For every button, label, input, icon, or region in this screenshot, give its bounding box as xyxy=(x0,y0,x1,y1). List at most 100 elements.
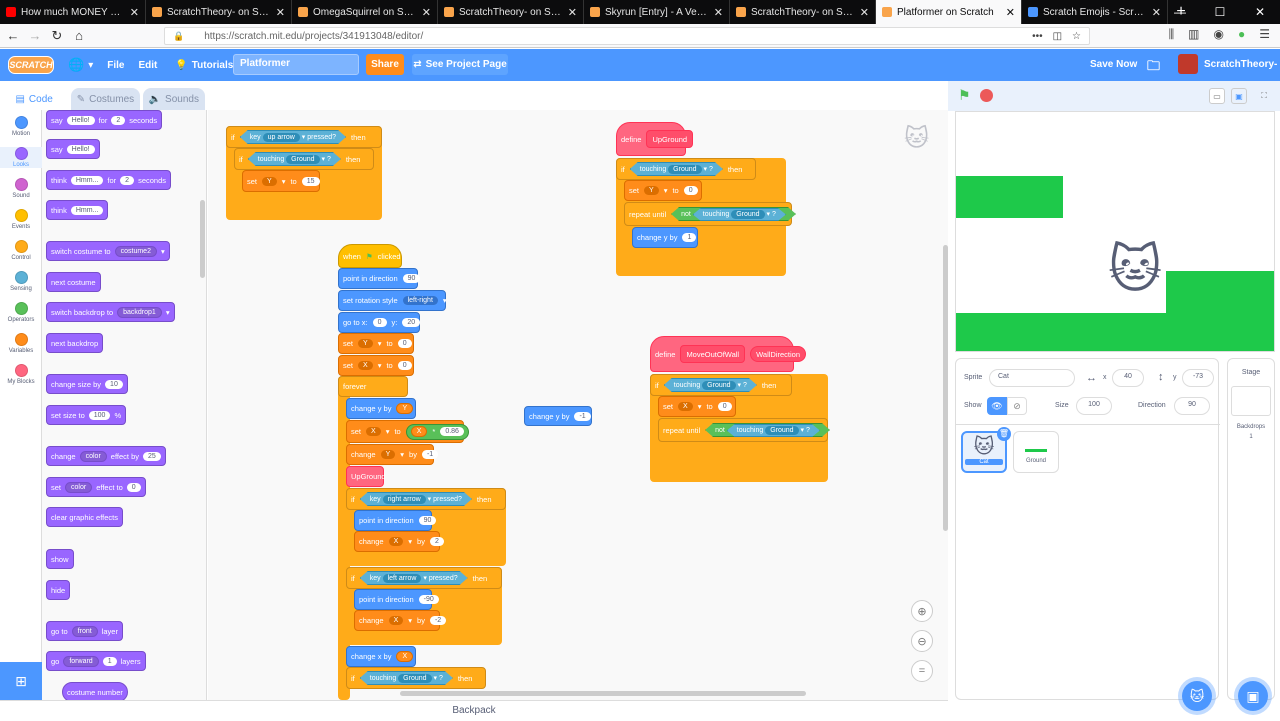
url-bar[interactable]: 🔒 https://scratch.mit.edu/projects/34191… xyxy=(164,27,1090,45)
sprite-thumb-cat[interactable]: 🐱 Cat 🗑 xyxy=(961,427,1011,473)
my-stuff-folder-icon[interactable]: 🗀 xyxy=(1147,58,1161,73)
category-my-blocks[interactable]: My Blocks xyxy=(0,364,42,385)
next-backdrop-block[interactable]: next backdrop xyxy=(46,333,104,353)
hide-eye-icon[interactable]: ⊘ xyxy=(1007,397,1027,415)
tab-sounds[interactable]: 🔈Sounds xyxy=(142,88,205,110)
zoom-in-icon[interactable]: ⊕ xyxy=(911,600,933,622)
browser-tab-active[interactable]: Platformer on Scratch✕ xyxy=(876,0,1022,24)
palette-scrollbar[interactable] xyxy=(200,200,205,278)
minimize-icon[interactable]: — xyxy=(1174,5,1186,19)
close-tab-icon[interactable]: ✕ xyxy=(421,6,431,19)
scratch-logo[interactable]: SCRATCH xyxy=(8,56,54,74)
browser-tab[interactable]: OmegaSquirrel on Scratch✕ xyxy=(292,0,438,24)
browser-tab[interactable]: ScratchTheory- on Scratch✕ xyxy=(730,0,876,24)
costume-number-reporter[interactable]: costume number xyxy=(62,682,128,700)
language-menu[interactable]: 🌐▾ xyxy=(68,57,93,73)
browser-tab[interactable]: Scratch Emojis - Scratch Wiki✕ xyxy=(1022,0,1168,24)
workspace-horizontal-scrollbar[interactable] xyxy=(400,691,806,696)
show-block[interactable]: show xyxy=(46,549,74,569)
category-variables[interactable]: Variables xyxy=(0,333,42,354)
sidebar-icon[interactable]: ▥ xyxy=(1188,27,1200,41)
green-flag-icon[interactable]: ⚑ xyxy=(958,87,971,103)
browser-tab[interactable]: ScratchTheory- on Scratch✕ xyxy=(438,0,584,24)
more-icon[interactable]: ••• xyxy=(1032,30,1043,42)
clear-effects-block[interactable]: clear graphic effects xyxy=(46,507,123,527)
add-backdrop-icon[interactable]: ▣ xyxy=(1238,681,1268,711)
bookmark-star-icon[interactable]: ☆ xyxy=(1072,30,1081,42)
share-button[interactable]: Share xyxy=(366,54,404,75)
backpack-bar[interactable]: Backpack xyxy=(0,700,948,720)
if-key-up-block[interactable]: if key up arrow ▾ pressed? then xyxy=(226,126,382,148)
close-tab-icon[interactable]: ✕ xyxy=(713,6,723,19)
category-control[interactable]: Control xyxy=(0,240,42,261)
category-looks[interactable]: Looks xyxy=(0,147,42,168)
file-menu[interactable]: File xyxy=(107,59,125,71)
stage-canvas[interactable]: 🐱 xyxy=(955,111,1275,352)
tutorials-button[interactable]: 💡Tutorials xyxy=(175,60,233,71)
close-tab-icon[interactable]: ✕ xyxy=(1151,6,1161,19)
back-icon[interactable]: ← xyxy=(6,28,20,43)
if-touching-ground-block[interactable]: if touching Ground ▾ ? then xyxy=(234,148,374,170)
large-stage-icon[interactable]: ▣ xyxy=(1231,88,1247,104)
save-now-link[interactable]: Save Now xyxy=(1090,59,1138,70)
stage-backdrop-thumbnail[interactable] xyxy=(1231,386,1271,416)
size-input[interactable]: 100 xyxy=(1076,397,1112,415)
code-workspace[interactable]: if key up arrow ▾ pressed? then if touch… xyxy=(208,110,948,700)
reload-icon[interactable]: ↻ xyxy=(51,27,63,43)
add-sprite-cat-icon[interactable]: 🐱 xyxy=(1182,681,1212,711)
zoom-reset-icon[interactable]: = xyxy=(911,660,933,682)
forward-icon[interactable]: → xyxy=(28,28,42,43)
browser-tab[interactable]: ScratchTheory- on Scratch✕ xyxy=(146,0,292,24)
browser-tab[interactable]: How much MONEY did my Ir✕ xyxy=(0,0,146,24)
stop-icon[interactable] xyxy=(980,89,993,102)
cat-sprite-icon[interactable]: 🐱 xyxy=(1108,241,1163,299)
close-window-icon[interactable]: ✕ xyxy=(1254,5,1266,19)
stage-target-pane[interactable]: Stage Backdrops 1 ▣ xyxy=(1227,358,1275,711)
sprite-name-input[interactable]: Cat xyxy=(989,369,1075,387)
workspace-vertical-scrollbar[interactable] xyxy=(943,245,948,531)
browser-tab[interactable]: Skyrun [Entry] - A Vector Gam✕ xyxy=(584,0,730,24)
new-tab-icon[interactable]: + xyxy=(1176,3,1186,20)
direction-input[interactable]: 90 xyxy=(1174,397,1210,415)
close-tab-icon[interactable]: ✕ xyxy=(859,6,869,19)
x-input[interactable]: 40 xyxy=(1112,369,1144,387)
close-tab-icon[interactable]: ✕ xyxy=(275,6,285,19)
home-icon[interactable]: ⌂ xyxy=(75,28,83,43)
tab-code[interactable]: ▤Code xyxy=(0,88,69,110)
category-motion[interactable]: Motion xyxy=(0,116,42,137)
next-costume-block[interactable]: next costume xyxy=(46,272,101,292)
delete-sprite-icon[interactable]: 🗑 xyxy=(997,427,1011,441)
category-operators[interactable]: Operators xyxy=(0,302,42,323)
close-tab-icon[interactable]: ✕ xyxy=(129,6,139,19)
close-tab-icon[interactable]: ✕ xyxy=(1005,6,1015,19)
account-icon[interactable]: ◉ xyxy=(1213,27,1224,41)
sprite-thumb-ground[interactable]: Ground xyxy=(1013,431,1059,473)
close-tab-icon[interactable]: ✕ xyxy=(567,6,577,19)
zoom-out-icon[interactable]: ⊖ xyxy=(911,630,933,652)
library-icon[interactable]: ⫼ xyxy=(1168,27,1175,41)
